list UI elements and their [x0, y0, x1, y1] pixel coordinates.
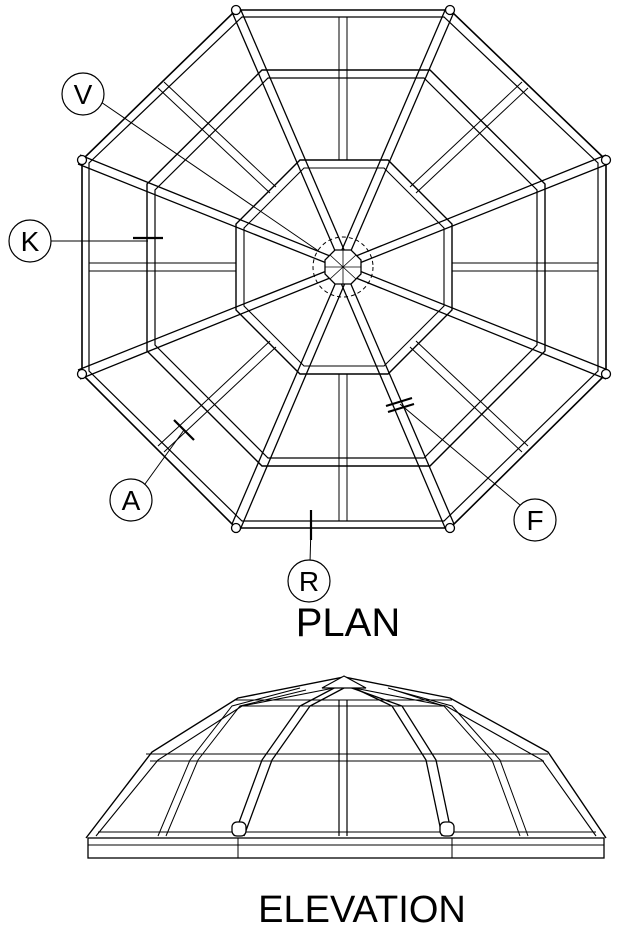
- callout-f: F: [513, 498, 557, 542]
- elevation-hip-rafters: [231, 685, 455, 837]
- plan-hip-rafters: [76, 4, 612, 534]
- callout-a-label: A: [122, 485, 141, 516]
- callout-v-label: V: [74, 79, 93, 110]
- callout-f-label: F: [526, 505, 543, 536]
- callout-a: A: [109, 478, 153, 522]
- plan-section-marks: [133, 236, 415, 540]
- callout-k-label: K: [21, 226, 40, 257]
- plan-inner-ring: [235, 159, 453, 375]
- callout-r: R: [287, 559, 331, 603]
- plan-common-rafters: [89, 17, 598, 521]
- callout-v: V: [61, 72, 105, 116]
- plan-middle-ring: [146, 69, 546, 467]
- callout-r-label: R: [299, 566, 319, 597]
- plan-view: V K A R F PLAN: [8, 4, 612, 645]
- plan-title: PLAN: [296, 601, 401, 645]
- elevation-side-rafters: [157, 687, 529, 837]
- plan-leader-lines: [48, 99, 521, 564]
- plan-finial: [312, 236, 374, 298]
- elevation-view: ELEVATION: [85, 675, 607, 931]
- elevation-base: [87, 837, 605, 859]
- elevation-profile: [85, 676, 607, 839]
- elevation-title: ELEVATION: [258, 889, 466, 931]
- elevation-center-rafter: [338, 700, 348, 836]
- callout-k: K: [8, 219, 52, 263]
- elevation-crown: [321, 675, 367, 689]
